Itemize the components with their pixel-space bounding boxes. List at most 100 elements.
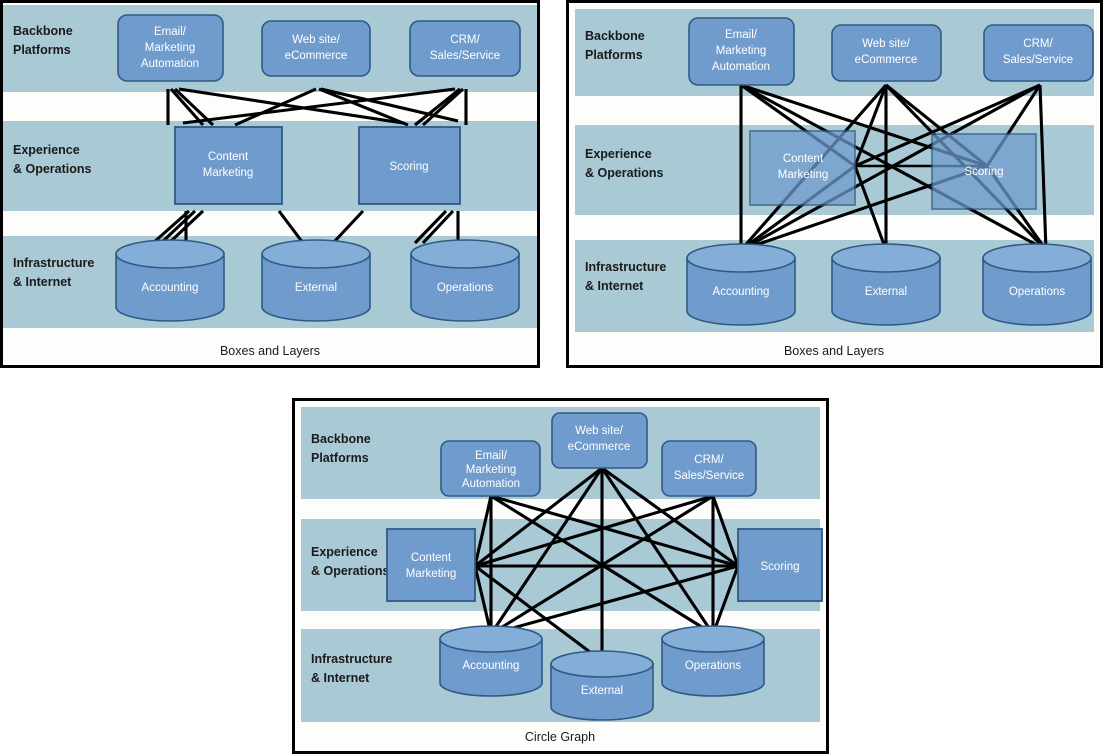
node-email-marketing-automation[interactable]: Email/ Marketing Automation [117, 14, 224, 82]
node-label-line-1: CRM/ [694, 454, 724, 466]
cylinder-top [686, 243, 796, 273]
node-label-line-1: External [295, 282, 337, 294]
node-external[interactable]: External [261, 239, 371, 322]
node-shape-rect [174, 126, 283, 205]
panel-caption: Boxes and Layers [784, 344, 884, 358]
cylinder-top [982, 243, 1092, 273]
node-accounting[interactable]: Accounting [686, 243, 796, 326]
lane-label-backbone-line1: Backbone [585, 29, 645, 43]
node-shape-rounded-rect [983, 24, 1094, 82]
node-operations[interactable]: Operations [410, 239, 520, 322]
node-label-line-1: Web site/ [292, 34, 341, 46]
lane-label-infrastructure-line2: & Internet [13, 275, 72, 289]
node-label-line-1: Content [783, 153, 824, 165]
panel-boxes-and-layers-2: Backbone Platforms Experience & Operatio… [566, 0, 1103, 368]
node-label-line-1: Scoring [390, 161, 429, 173]
node-scoring[interactable]: Scoring [737, 528, 823, 602]
node-content-marketing[interactable]: Content Marketing [174, 126, 283, 205]
panel-boxes-and-layers-1: Backbone Platforms Experience & Operatio… [0, 0, 540, 368]
node-shape-rect [358, 126, 461, 205]
node-shape-rect [931, 133, 1037, 210]
node-shape-rounded-rect [261, 20, 371, 77]
node-label-line-2: eCommerce [855, 54, 918, 66]
node-label-line-1: External [865, 286, 907, 298]
node-label-line-2: Marketing [203, 167, 254, 179]
lane-label-infrastructure-line2: & Internet [585, 279, 644, 293]
node-shape-rounded-rect [688, 17, 795, 86]
node-label-line-1: Operations [685, 660, 742, 672]
node-web-site-ecommerce[interactable]: Web site/ eCommerce [551, 412, 648, 469]
node-external[interactable]: External [831, 243, 941, 326]
node-accounting[interactable]: Accounting [439, 625, 543, 697]
panel-circle-graph: Backbone Platforms Experience & Operatio… [292, 398, 829, 754]
node-crm-sales-service[interactable]: CRM/ Sales/Service [983, 24, 1094, 82]
cylinder-body [661, 638, 765, 697]
lane-label-experience-line2: & Operations [311, 564, 390, 578]
node-label-line-1: Email/ [725, 29, 758, 41]
node-shape-rounded-rect [409, 20, 521, 77]
cylinder-top [661, 625, 765, 653]
node-web-site-ecommerce[interactable]: Web site/ eCommerce [261, 20, 371, 77]
node-label-line-1: CRM/ [1023, 38, 1053, 50]
cylinder-body [686, 257, 796, 326]
node-label-line-3: Automation [462, 478, 520, 490]
cylinder-top [439, 625, 543, 653]
node-email-marketing-automation[interactable]: Email/ Marketing Automation [440, 440, 541, 497]
node-label-line-1: Email/ [475, 450, 508, 462]
lane-label-experience-line2: & Operations [13, 162, 92, 176]
node-scoring[interactable]: Scoring [931, 133, 1037, 210]
lane-label-infrastructure-line1: Infrastructure [13, 256, 94, 270]
node-label-line-1: Content [208, 151, 249, 163]
node-crm-sales-service[interactable]: CRM/ Sales/Service [661, 440, 757, 497]
cylinder-top [831, 243, 941, 273]
node-operations[interactable]: Operations [982, 243, 1092, 326]
node-crm-sales-service[interactable]: CRM/ Sales/Service [409, 20, 521, 77]
lane-label-experience-line1: Experience [13, 143, 80, 157]
node-label-line-1: Web site/ [575, 425, 624, 437]
panel-caption: Circle Graph [525, 730, 595, 744]
lane-label-backbone-line2: Platforms [311, 451, 369, 465]
node-email-marketing-automation[interactable]: Email/ Marketing Automation [688, 17, 795, 86]
cylinder-body [410, 253, 520, 322]
lane-label-infrastructure-line1: Infrastructure [585, 260, 666, 274]
diagram-circle-graph: Backbone Platforms Experience & Operatio… [295, 401, 826, 751]
node-label-line-1: CRM/ [450, 34, 480, 46]
node-content-marketing[interactable]: Content Marketing [749, 130, 856, 206]
cylinder-top [115, 239, 225, 269]
cylinder-body [982, 257, 1092, 326]
node-label-line-1: Web site/ [862, 38, 911, 50]
lane-label-experience-line1: Experience [585, 147, 652, 161]
lane-label-infrastructure-line1: Infrastructure [311, 652, 392, 666]
node-shape-rounded-rect [831, 24, 942, 82]
node-label-line-2: eCommerce [568, 441, 631, 453]
lane-label-backbone-line1: Backbone [311, 432, 371, 446]
node-label-line-2: Sales/Service [1003, 54, 1073, 66]
cylinder-body [115, 253, 225, 322]
node-label-line-1: Accounting [463, 660, 520, 672]
lane-label-experience-line1: Experience [311, 545, 378, 559]
cylinder-body [439, 638, 543, 697]
node-label-line-1: Accounting [713, 286, 770, 298]
edge-layer [473, 466, 740, 663]
lane-label-backbone-line2: Platforms [585, 48, 643, 62]
lane-label-infrastructure-line2: & Internet [311, 671, 370, 685]
node-label-line-2: Sales/Service [430, 50, 500, 62]
node-label-line-2: Marketing [466, 464, 517, 476]
node-label-line-1: Accounting [142, 282, 199, 294]
node-scoring[interactable]: Scoring [358, 126, 461, 205]
node-label-line-1: Content [411, 552, 452, 564]
node-external[interactable]: External [550, 650, 654, 721]
node-content-marketing[interactable]: Content Marketing [386, 528, 476, 602]
node-label-line-1: External [581, 685, 623, 697]
node-accounting[interactable]: Accounting [115, 239, 225, 322]
node-shape-rounded-rect [551, 412, 648, 469]
cylinder-top [261, 239, 371, 269]
node-shape-rect [749, 130, 856, 206]
edge-layer [151, 87, 468, 245]
node-operations[interactable]: Operations [661, 625, 765, 697]
node-label-line-1: Email/ [154, 26, 187, 38]
node-web-site-ecommerce[interactable]: Web site/ eCommerce [831, 24, 942, 82]
diagram-boxes-layers-1: Backbone Platforms Experience & Operatio… [3, 3, 537, 365]
node-shape-rect [386, 528, 476, 602]
node-label-line-1: Operations [437, 282, 494, 294]
